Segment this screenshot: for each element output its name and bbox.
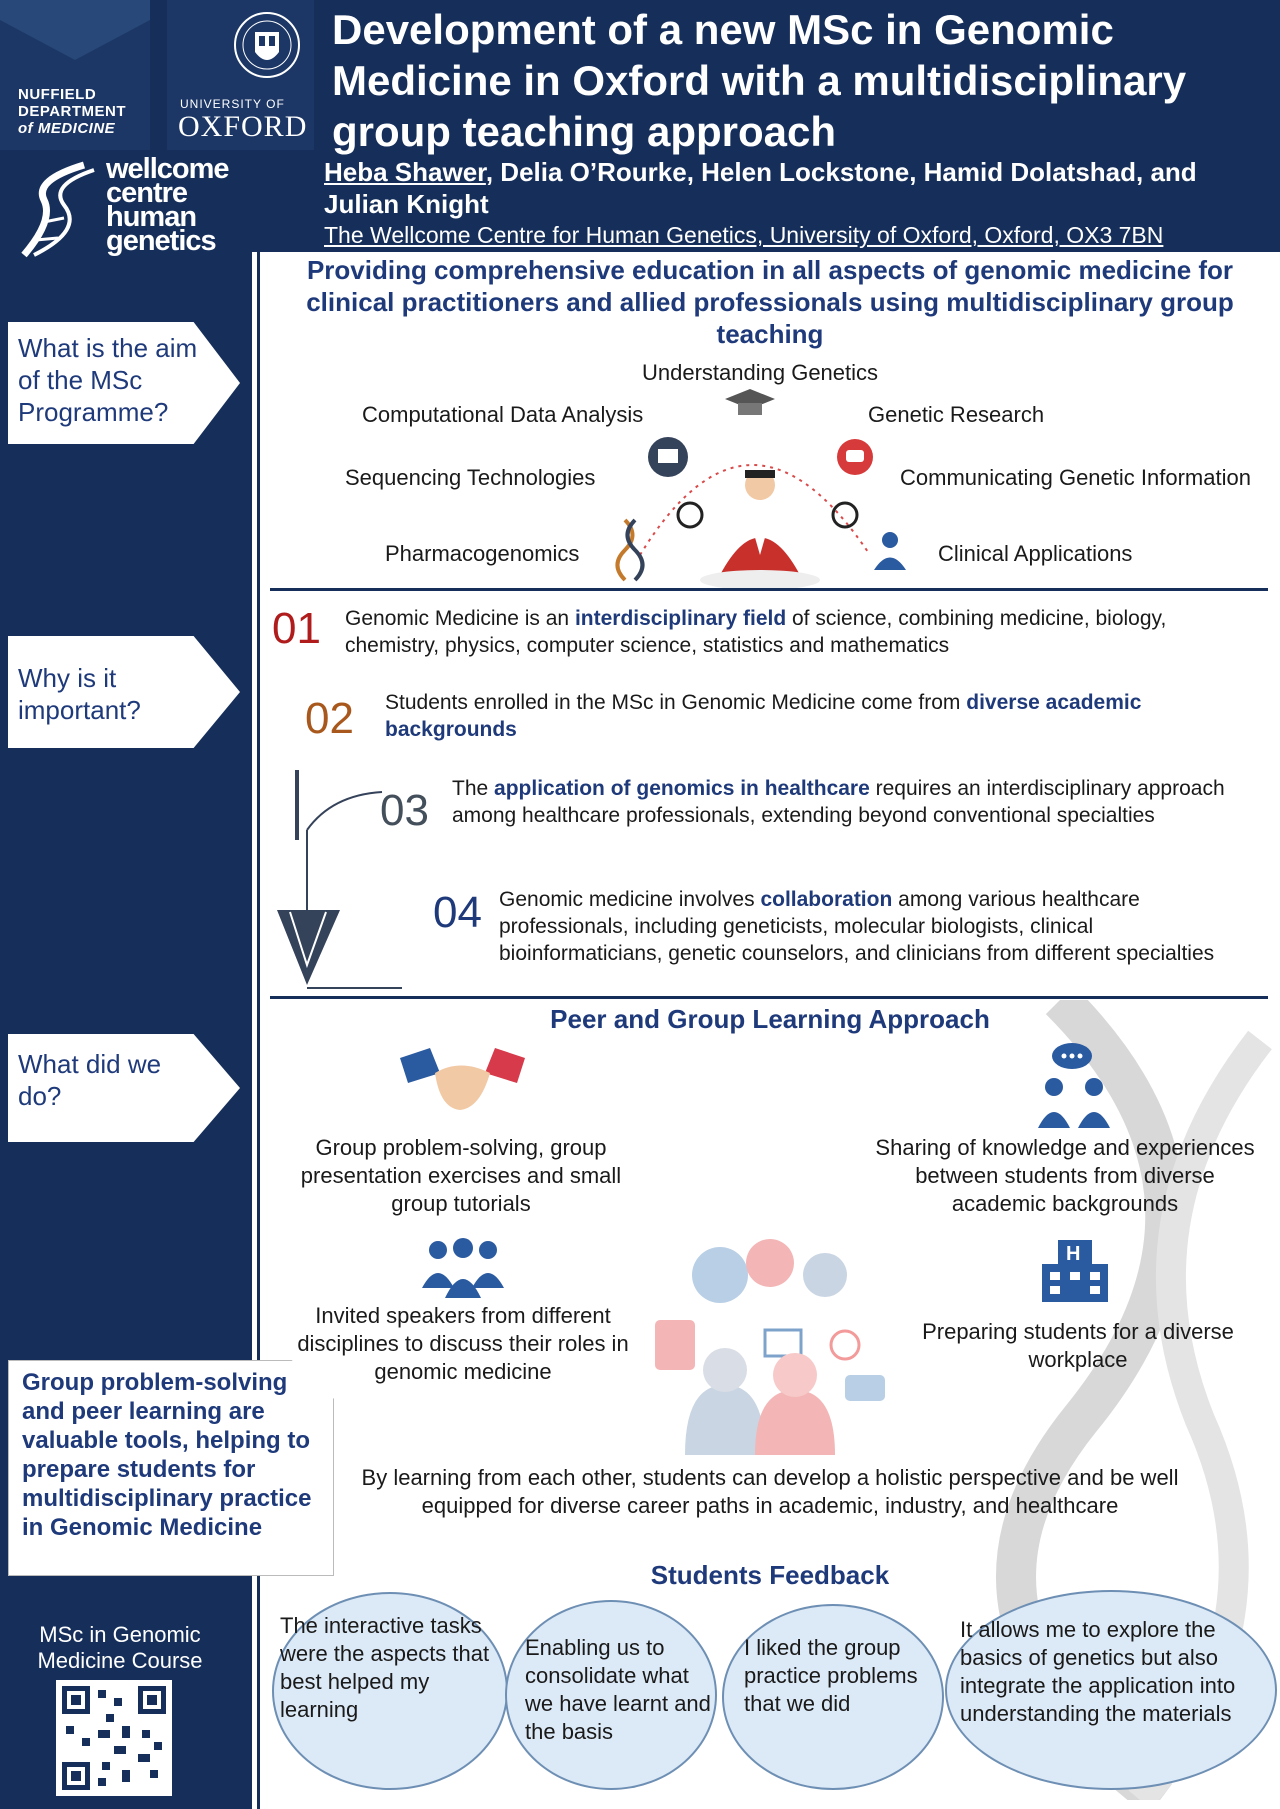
- nuffield-chevron-icon: [0, 0, 150, 60]
- oxford-crest-icon: [234, 12, 300, 78]
- qr-code[interactable]: [56, 1680, 172, 1796]
- question-aim: What is the aim of the MSc Programme?: [8, 322, 240, 444]
- dna-strand-icon: [615, 518, 645, 582]
- professional-person-icon: [700, 470, 820, 590]
- lead-author: Heba Shawer: [324, 157, 486, 187]
- magnifier-right-icon: [831, 501, 859, 529]
- authors: Heba Shawer, Delia O’Rourke, Helen Locks…: [324, 156, 1274, 220]
- topic-sequencing-technologies: Sequencing Technologies: [345, 465, 596, 490]
- peer-item-problem-solving: Group problem-solving, group presentatio…: [300, 1135, 622, 1216]
- oxford-small-text: UNIVERSITY OF: [180, 97, 285, 111]
- note-card: [8, 1360, 334, 1576]
- qr-label: MSc in Genomic Medicine Course: [37, 1622, 203, 1673]
- magnifier-left-icon: [676, 501, 704, 529]
- reason-number-04: 04: [433, 888, 482, 937]
- closing-statement: By learning from each other, students ca…: [361, 1465, 1179, 1518]
- other-authors: , Delia O’Rourke, Helen Lockstone, Hamid…: [324, 157, 1197, 219]
- dna-helix-icon: [21, 161, 95, 258]
- topic-genetic-research: Genetic Research: [868, 402, 1045, 427]
- reason-number-01: 01: [272, 604, 321, 653]
- question-why-text: Why is it important?: [18, 663, 141, 725]
- topic-understanding-genetics: Understanding Genetics: [642, 360, 879, 385]
- reason-04-text: Genomic medicine involves collaboration …: [499, 888, 1215, 965]
- reason-number-02: 02: [305, 694, 354, 743]
- handshake-icon: [400, 1048, 525, 1110]
- reason-01-text: Genomic Medicine is an interdisciplinary…: [345, 607, 1167, 657]
- reason-02-text: Students enrolled in the MSc in Genomic …: [385, 691, 1142, 741]
- multitasking-professional-illustration: [615, 389, 906, 590]
- feedback-quote-1: The interactive tasks were the aspects t…: [280, 1613, 490, 1722]
- feedback-heading: Students Feedback: [650, 1560, 890, 1590]
- feedback-bubble-3: [722, 1604, 944, 1790]
- reason-03-text: The application of genomics in healthcar…: [452, 777, 1225, 827]
- aim-heading: Providing comprehensive education in all…: [306, 255, 1234, 349]
- reason-number-03: 03: [380, 786, 429, 835]
- divider-aim: [270, 588, 1268, 591]
- topic-clinical-applications: Clinical Applications: [938, 541, 1133, 566]
- oxford-wordmark: OXFORD: [178, 110, 308, 143]
- note-text: Group problem-solving and peer learning …: [22, 1369, 312, 1541]
- feedback-bubble-2: [505, 1600, 717, 1790]
- speakers-group-icon: [422, 1238, 504, 1298]
- peer-item-workplace: Preparing students for a diverse workpla…: [922, 1319, 1234, 1372]
- topic-pharmacogenomics: Pharmacogenomics: [385, 541, 580, 566]
- pen-drawing-icon: [277, 770, 402, 989]
- oxford-logo: [167, 0, 314, 150]
- nuffield-logo: [0, 0, 150, 150]
- content-border: [257, 252, 260, 1809]
- divider-reasons: [270, 996, 1268, 999]
- wellcome-logo-text: wellcome centre human genetics: [106, 153, 230, 257]
- peer-item-sharing-knowledge: Sharing of knowledge and experiences bet…: [875, 1135, 1255, 1216]
- question-why: Why is it important?: [8, 636, 240, 748]
- qr-code-icon: [62, 1686, 166, 1790]
- hospital-icon: H: [1042, 1240, 1108, 1302]
- question-what-text: What did we do?: [18, 1049, 162, 1111]
- topic-communicating-genetic-information: Communicating Genetic Information: [900, 465, 1251, 490]
- peer-item-invited-speakers: Invited speakers from different discipli…: [297, 1303, 629, 1384]
- poster-title: Development of a new MSc in Genomic Medi…: [332, 6, 1187, 155]
- learning-collaboration-illustration: [655, 1239, 885, 1455]
- doctor-icon: [874, 532, 906, 570]
- people-talking-icon: [1038, 1043, 1110, 1128]
- question-what: What did we do?: [8, 1034, 240, 1142]
- sidebar-divider: [252, 252, 257, 1809]
- feedback-quote-3: I liked the group practice problems that…: [744, 1635, 918, 1716]
- feedback-quote-2: Enabling us to consolidate what we have …: [525, 1635, 711, 1744]
- nuffield-logo-text: NUFFIELD DEPARTMENT of MEDICINE: [18, 86, 127, 137]
- svg-text:H: H: [1066, 1243, 1080, 1265]
- topic-computational-data-analysis: Computational Data Analysis: [362, 402, 644, 427]
- affiliation: The Wellcome Centre for Human Genetics, …: [324, 222, 1164, 248]
- question-aim-text: What is the aim of the MSc Programme?: [18, 333, 198, 427]
- feedback-quote-4: It allows me to explore the basics of ge…: [960, 1617, 1236, 1726]
- peer-heading: Peer and Group Learning Approach: [550, 1004, 990, 1034]
- feedback-bubble-4: [945, 1590, 1277, 1790]
- graduation-cap-icon: [725, 389, 775, 415]
